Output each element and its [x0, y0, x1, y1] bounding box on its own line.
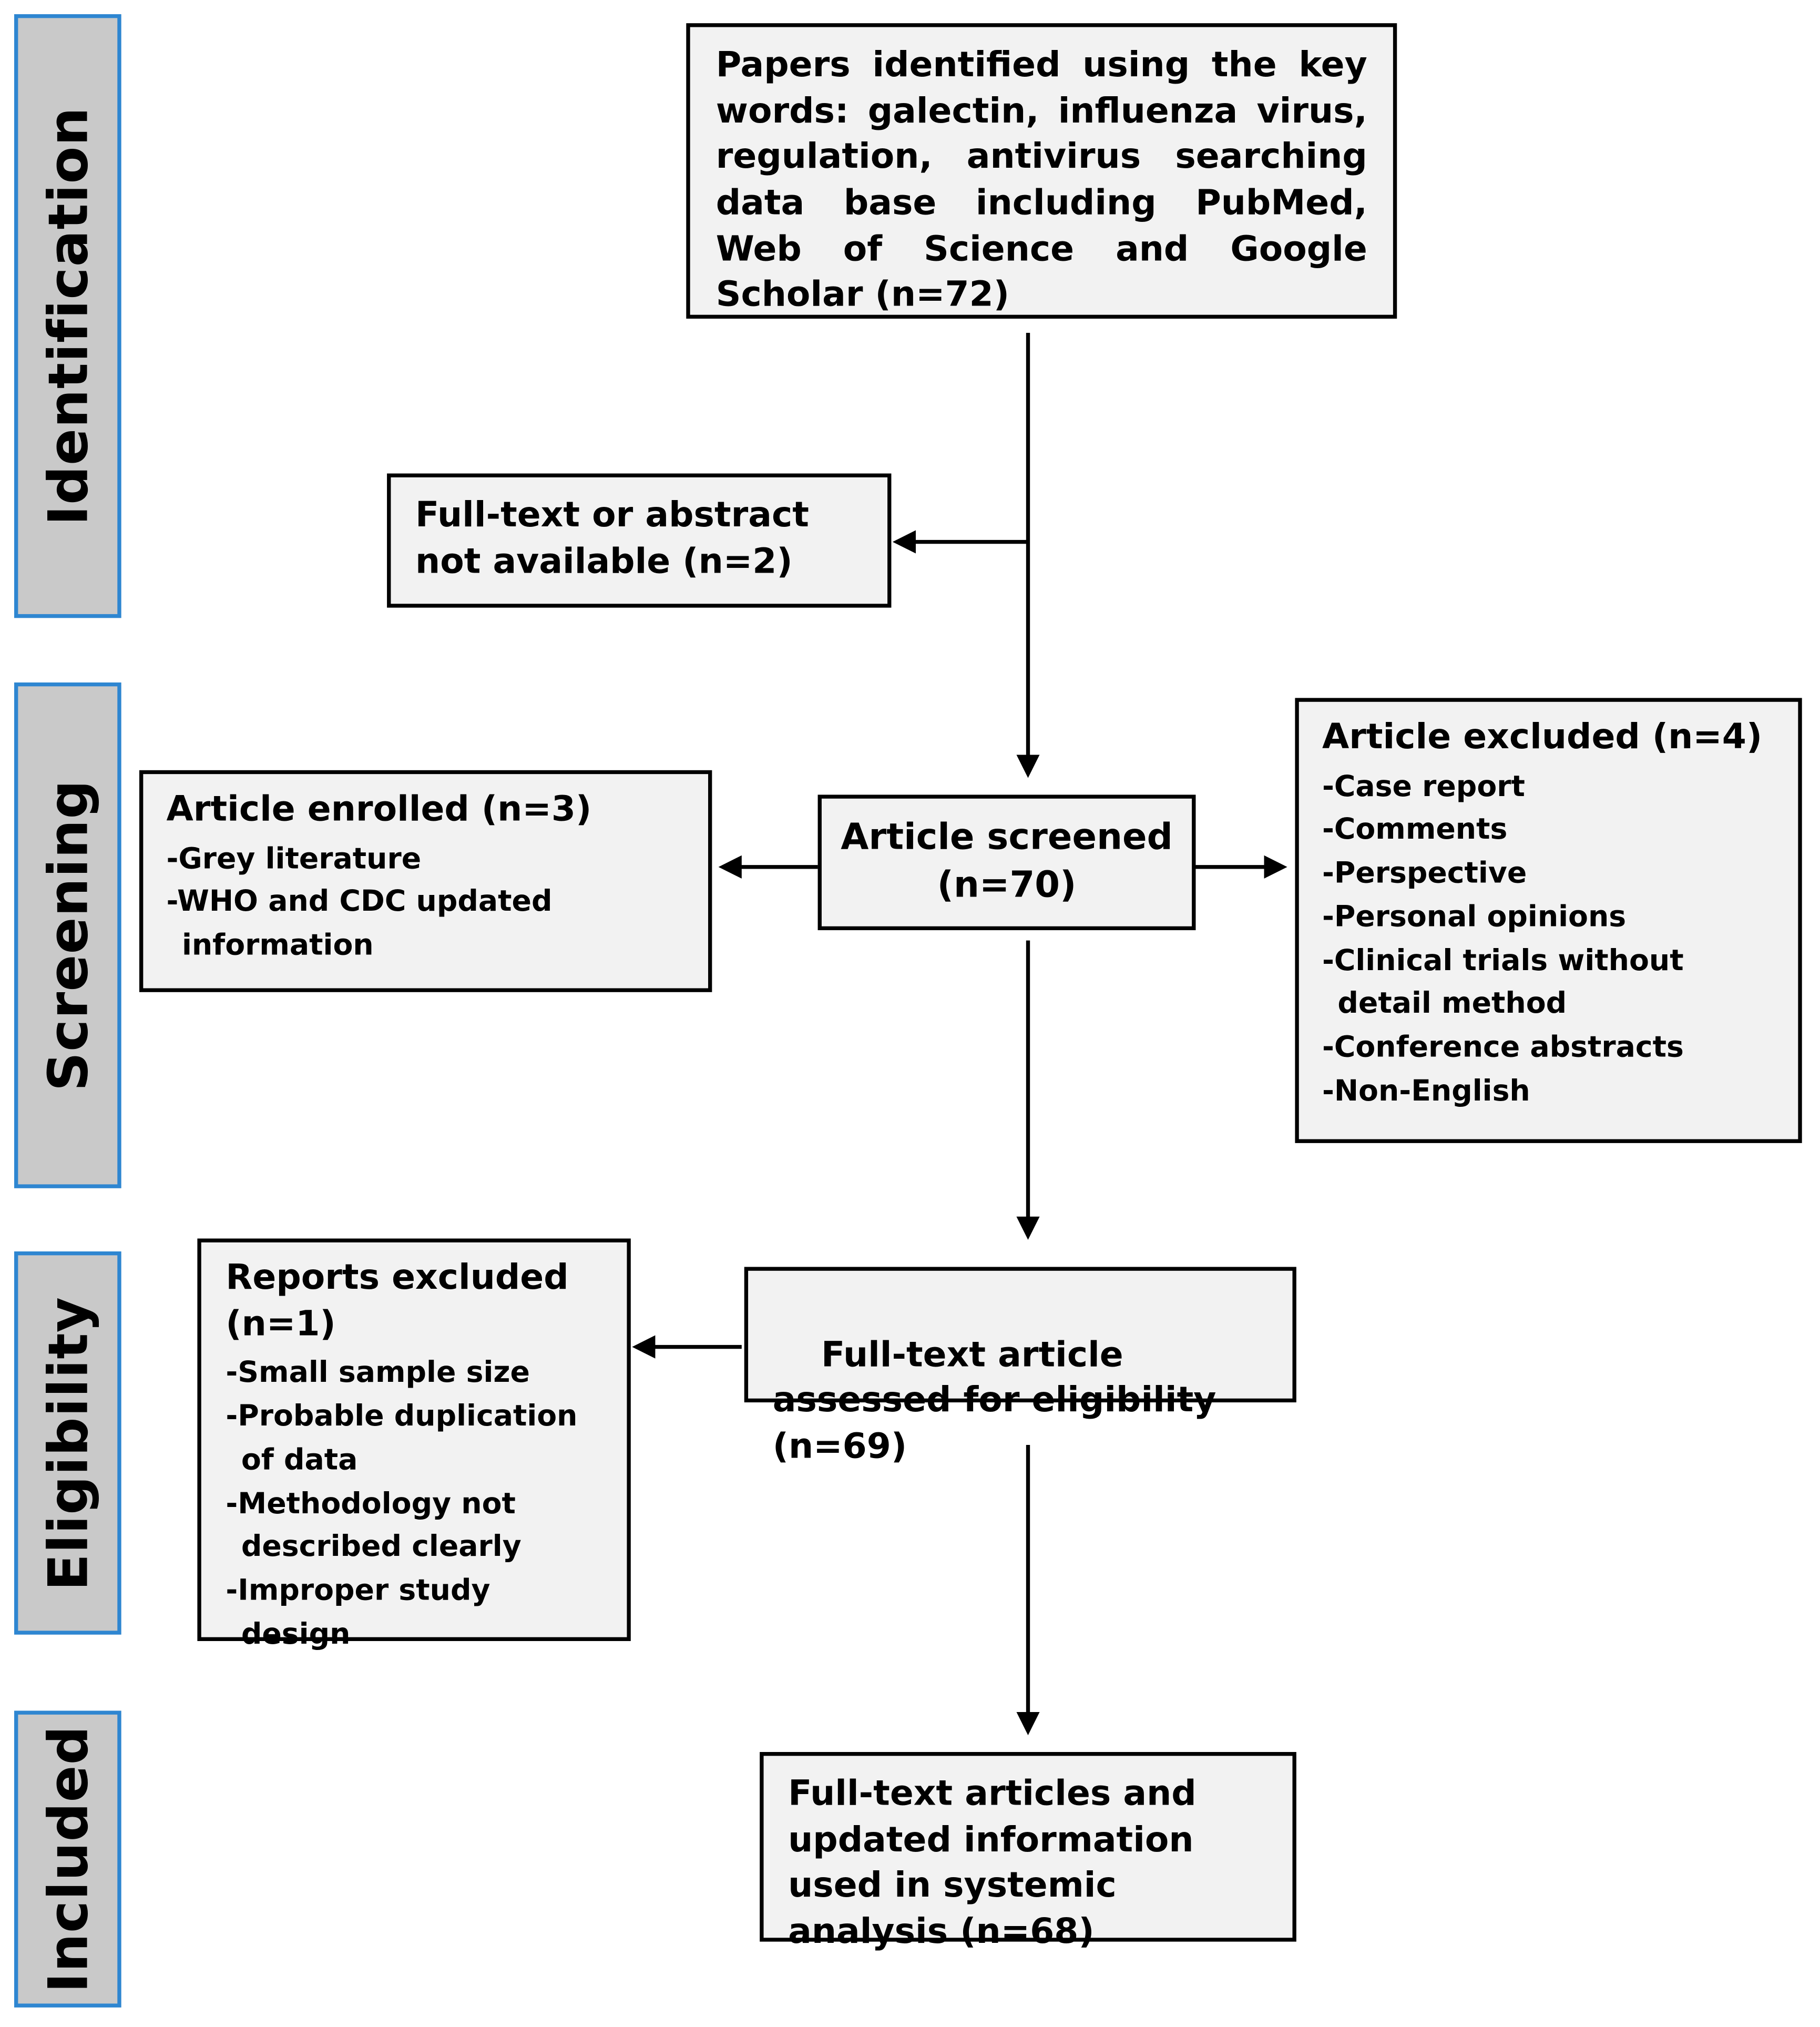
reports-excluded-list: -Small sample size -Probable duplication… — [226, 1352, 602, 1657]
article-screened-line1: Article screened — [841, 815, 1173, 858]
included-final-text: Full-text articles and updated informati… — [788, 1774, 1197, 1952]
list-item: -Conference abstracts — [1322, 1031, 1684, 1065]
included-final-box: Full-text articles and updated informati… — [760, 1751, 1296, 1952]
article-enrolled-box: Article enrolled (n=3) -Grey literature … — [139, 770, 712, 992]
papers-identified-text: Papers identified using the key words: g… — [715, 45, 1367, 315]
full-text-assessed-box: Full-text article assessed for eligibili… — [744, 1267, 1296, 1466]
list-item: -Improper study design — [226, 1574, 490, 1651]
reports-excluded-title: Reports excluded (n=1) — [226, 1258, 569, 1344]
article-excluded-list: -Case report -Comments -Perspective -Per… — [1322, 766, 1775, 1114]
article-screened-box: Article screened (n=70) — [817, 794, 1196, 931]
not-available-box: Full-text or abstract not available (n=2… — [387, 473, 892, 608]
article-enrolled-list: -Grey literature -WHO and CDC updated in… — [167, 838, 685, 969]
article-enrolled-title: Article enrolled (n=3) — [166, 789, 592, 830]
article-screened-line2: (n=70) — [937, 863, 1077, 906]
phase-identification: Identification — [14, 14, 121, 618]
phase-included: Included — [14, 1710, 121, 2008]
full-text-assessed-text: Full-text article assessed for eligibili… — [772, 1335, 1253, 1467]
article-excluded-title: Article excluded (n=4) — [1322, 717, 1763, 758]
list-item: -Personal opinions — [1322, 900, 1627, 934]
list-item: -Methodology not described clearly — [226, 1486, 522, 1564]
list-item: -Probable duplication of data — [226, 1400, 578, 1477]
list-item: -Clinical trials without detail method — [1322, 944, 1684, 1021]
reports-excluded-box: Reports excluded (n=1) -Small sample siz… — [197, 1238, 631, 1651]
list-item: -Non-English — [1322, 1074, 1530, 1108]
list-item: -Grey literature — [166, 842, 422, 876]
phase-eligibility: Eligibility — [14, 1251, 121, 1635]
list-item: -Perspective — [1322, 857, 1527, 891]
list-item: -WHO and CDC updated information — [166, 885, 553, 963]
article-excluded-box: Article excluded (n=4) -Case report -Com… — [1295, 698, 1802, 1143]
papers-identified-box: Papers identified using the key words: g… — [686, 23, 1397, 319]
list-item: -Small sample size — [226, 1356, 530, 1390]
list-item: -Comments — [1322, 813, 1508, 847]
list-item: -Case report — [1322, 769, 1525, 803]
not-available-text: Full-text or abstract not available (n=2… — [415, 495, 809, 582]
phase-screening: Screening — [14, 682, 121, 1188]
